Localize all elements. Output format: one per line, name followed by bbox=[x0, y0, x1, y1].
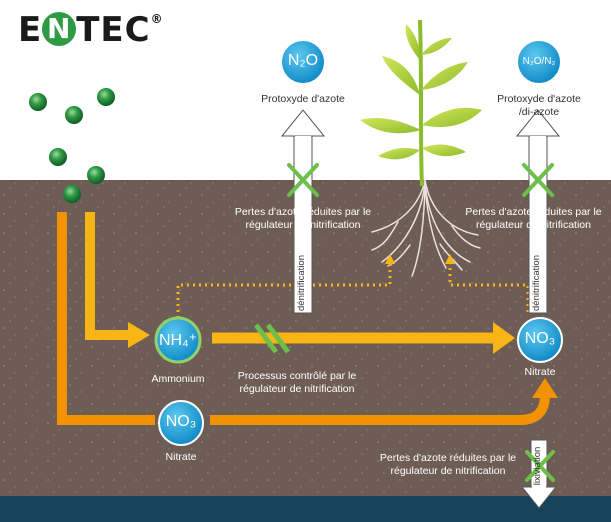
bubble-nitrate-left bbox=[158, 400, 204, 446]
denitrification-path-left bbox=[176, 262, 392, 318]
formula-n2o-n2: N₂O/N₂ bbox=[522, 56, 556, 67]
arrow-head bbox=[532, 378, 558, 398]
arrow-head bbox=[385, 254, 395, 264]
formula-nitrate-left: NO₃ bbox=[165, 413, 197, 430]
label-ammonium: Ammonium bbox=[151, 373, 205, 385]
label-n2o-n2-name: Protoxyde d'azote /di-azote bbox=[497, 93, 581, 118]
formula-nitrate-right: NO₃ bbox=[524, 330, 556, 347]
label-loss-right: Pertes d'azote réduites par le régulateu… bbox=[465, 206, 602, 231]
fertilizer-granules bbox=[29, 88, 115, 203]
emission-arrow-right bbox=[515, 109, 561, 314]
granule bbox=[29, 93, 47, 111]
cross-icon bbox=[525, 450, 555, 482]
label-loss-left: Pertes d'azote réduites par le régulateu… bbox=[234, 206, 372, 231]
groundwater-layer bbox=[0, 496, 611, 522]
denitrification-path-right bbox=[448, 262, 530, 312]
granule bbox=[63, 185, 81, 203]
granule bbox=[65, 106, 83, 124]
bubble-nitrate-right bbox=[517, 317, 563, 363]
granule bbox=[49, 148, 67, 166]
formula-ammonium: NH₄⁺ bbox=[158, 332, 198, 349]
arrow-granules-to-ammonium bbox=[85, 212, 130, 340]
bubble-ammonium bbox=[154, 316, 202, 364]
bubble-n2o-n2 bbox=[516, 39, 562, 85]
arrow-head bbox=[493, 322, 515, 354]
label-nitrate-left: Nitrate bbox=[165, 451, 197, 463]
bubble-n2o bbox=[280, 39, 326, 85]
granule bbox=[97, 88, 115, 106]
label-lixiviation: lixiviation bbox=[532, 446, 543, 486]
label-process: Processus contrôlé par le régulateur de … bbox=[237, 370, 357, 395]
cross-icon bbox=[522, 163, 554, 197]
label-nitrate-right: Nitrate bbox=[524, 366, 556, 378]
label-denitrification-right: dénitrification bbox=[531, 255, 542, 311]
controlled-process-marks bbox=[253, 323, 291, 354]
label-loss-bottom: Pertes d'azote réduites par le régulateu… bbox=[379, 452, 517, 477]
arrow-granules-to-nitrate bbox=[57, 212, 155, 425]
arrow-head bbox=[445, 254, 455, 264]
cross-icon bbox=[287, 163, 319, 197]
plant bbox=[360, 19, 482, 187]
label-n2o-name: Protoxyde d'azote bbox=[261, 93, 345, 105]
formula-n2o: N₂O bbox=[287, 52, 319, 69]
granule bbox=[87, 166, 105, 184]
label-denitrification-left: dénitrification bbox=[296, 255, 307, 311]
arrow-nitrate-to-nitrate bbox=[210, 394, 550, 425]
arrow-head bbox=[128, 322, 150, 348]
plant-roots bbox=[371, 179, 481, 277]
emission-arrow-left bbox=[280, 109, 326, 314]
